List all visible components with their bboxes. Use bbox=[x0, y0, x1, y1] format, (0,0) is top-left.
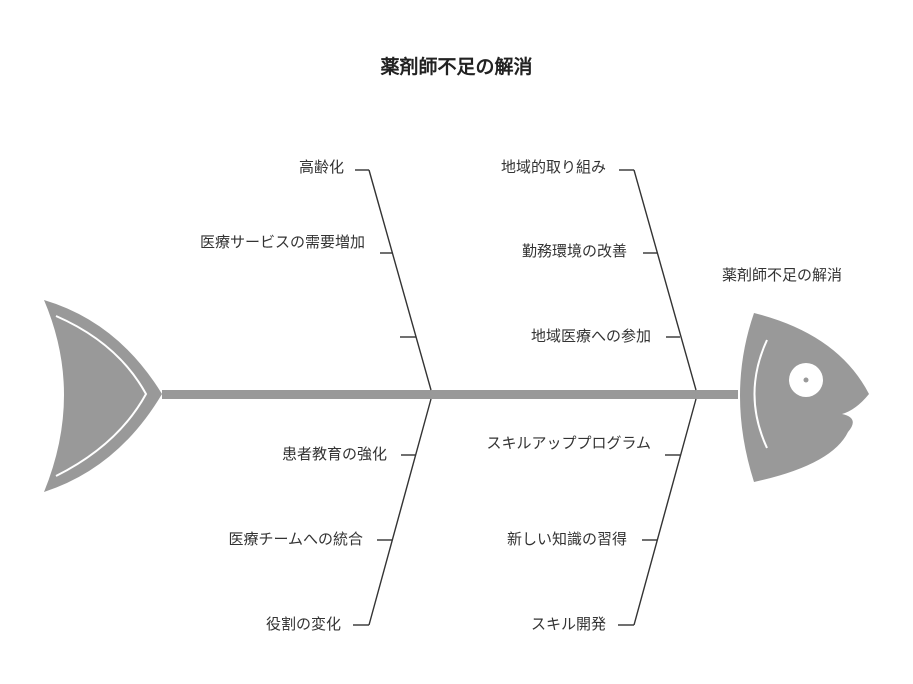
cause-label: 地域的取り組み bbox=[500, 158, 606, 176]
fish-pupil bbox=[803, 377, 809, 383]
cause-label: 地域医療への参加 bbox=[530, 327, 651, 345]
cause-label: 患者教育の強化 bbox=[281, 445, 387, 463]
fish-head-highlight bbox=[753, 339, 768, 449]
bone-line bbox=[633, 169, 697, 391]
cause-label: 勤務環境の改善 bbox=[521, 242, 627, 260]
fish-spine bbox=[162, 390, 738, 399]
cause-label: 新しい知識の習得 bbox=[506, 530, 627, 548]
cause-label: スキル開発 bbox=[530, 615, 606, 633]
head-effect-label: 薬剤師不足の解消 bbox=[722, 266, 843, 284]
bone-upper-right bbox=[619, 169, 697, 391]
bone-lower-left bbox=[353, 398, 432, 626]
fish-tail-highlight bbox=[55, 315, 148, 477]
bone-line bbox=[368, 169, 432, 391]
cause-label: スキルアッププログラム bbox=[486, 434, 651, 452]
bone-lower-right bbox=[618, 398, 697, 626]
bone-line bbox=[368, 398, 432, 626]
cause-label: 高齢化 bbox=[298, 158, 344, 176]
bone-upper-left bbox=[355, 169, 432, 391]
cause-label: 医療サービスの需要増加 bbox=[199, 233, 365, 251]
fish-head-shape bbox=[740, 313, 869, 482]
fish-head bbox=[740, 313, 869, 482]
fish-tail bbox=[44, 300, 162, 492]
fish-tail-shape bbox=[44, 300, 162, 492]
diagram-title: 薬剤師不足の解消 bbox=[380, 56, 533, 78]
cause-label: 医療チームへの統合 bbox=[228, 530, 363, 548]
cause-label: 役割の変化 bbox=[265, 615, 341, 633]
bone-line bbox=[633, 398, 697, 626]
